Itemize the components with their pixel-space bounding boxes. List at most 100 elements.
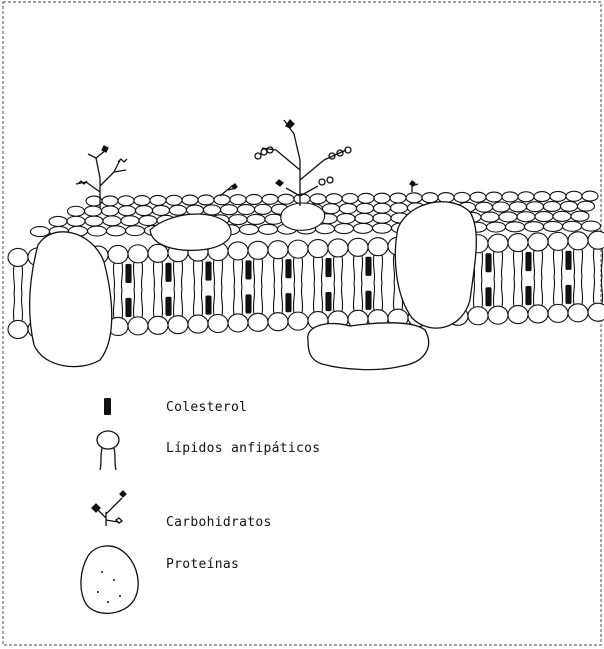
surface-head [534, 192, 550, 202]
surface-head [166, 195, 182, 205]
surface-head [262, 194, 278, 204]
surface-head [374, 193, 390, 203]
lipid-tail [381, 255, 382, 283]
surface-head [566, 191, 582, 201]
lipid-tail [533, 250, 534, 278]
lipid-tail [13, 265, 14, 293]
surface-head [454, 192, 470, 202]
lipid-head-upper [328, 239, 348, 257]
surface-head [118, 196, 134, 206]
lipid-head-lower [588, 303, 604, 321]
lipid-head-lower [148, 316, 168, 334]
lipid-tail [213, 288, 214, 316]
surface-head [406, 193, 422, 203]
surface-head [49, 216, 67, 226]
lipid-tail [113, 290, 114, 318]
legend-label-lipid: Lípidos anfipáticos [166, 441, 320, 456]
lipid-tail [141, 290, 142, 318]
lipid-tail [141, 262, 142, 290]
cholesterol-mark [366, 291, 371, 309]
legend [81, 398, 138, 613]
lipid-tail [521, 251, 522, 279]
surface-head [121, 216, 139, 226]
legend-label-protein: Proteínas [166, 557, 239, 572]
lipid-tail [133, 262, 134, 290]
lipid-tail [361, 255, 362, 283]
lipid-tail [593, 248, 594, 276]
lipid-head-upper [348, 238, 368, 256]
lipid-tail [513, 279, 514, 307]
lipid-head-lower [8, 320, 28, 338]
cholesterol-mark [566, 251, 571, 269]
lipid-tail [341, 284, 342, 312]
surface-head [134, 196, 150, 206]
surface-head [68, 206, 85, 216]
surface-head [527, 202, 544, 212]
cholesterol-mark [246, 295, 251, 313]
cholesterol-mark [526, 287, 531, 305]
surface-head [550, 191, 566, 201]
surface-head [255, 204, 272, 214]
lipid-tail [201, 260, 202, 288]
cholesterol-icon [104, 398, 111, 415]
surface-head [259, 224, 278, 234]
surface-head [88, 226, 107, 236]
surface-head [85, 216, 103, 226]
lipid-tail [573, 277, 574, 305]
lipid-tail [541, 250, 542, 278]
surface-head [221, 205, 238, 215]
lipid-tail [353, 255, 354, 283]
surface-head [31, 227, 50, 237]
cholesterol-mark [126, 264, 131, 282]
surface-head [67, 216, 85, 226]
surface-head [246, 194, 262, 204]
surface-head [470, 192, 486, 202]
surface-head [335, 224, 354, 234]
lipid-head-upper [488, 234, 508, 252]
lipid-tail [601, 248, 602, 276]
lipid-tail [213, 260, 214, 288]
cholesterol-mark [526, 253, 531, 271]
surface-head [487, 222, 506, 232]
legend-label-cholesterol: Colesterol [166, 400, 247, 415]
surface-head [103, 216, 121, 226]
surface-head [374, 203, 391, 213]
surface-head [390, 193, 406, 203]
lipid-tail [193, 260, 194, 288]
surface-head [373, 223, 392, 233]
lipid-head-lower [188, 315, 208, 333]
lipid-head-upper [268, 241, 288, 259]
lipid-tail [201, 288, 202, 316]
lipid-tail [13, 293, 14, 321]
lipid-tail [521, 279, 522, 307]
lipid-tail [393, 282, 394, 310]
lipid-head-upper [568, 232, 588, 250]
lipid-tail [121, 290, 122, 318]
surface-head [247, 214, 265, 224]
protein-right [395, 202, 476, 328]
lipid-tail [553, 249, 554, 277]
lipid-tail [333, 256, 334, 284]
lipid-head-lower [468, 307, 488, 325]
lipid-tail [121, 262, 122, 290]
surface-head [358, 193, 374, 203]
cholesterol-mark [326, 293, 331, 311]
lipid-tail [341, 256, 342, 284]
lipid-tail [301, 285, 302, 313]
protein-bottom [308, 323, 429, 370]
surface-head [150, 195, 166, 205]
lipid-tail [321, 257, 322, 285]
lipid-tail [161, 261, 162, 289]
surface-head [357, 203, 374, 213]
lipid-tail [373, 255, 374, 283]
surface-head [85, 206, 102, 216]
cholesterol-mark [126, 298, 131, 316]
surface-head [561, 201, 578, 211]
lipid-tail [273, 286, 274, 314]
cholesterol-mark [206, 262, 211, 280]
surface-head [198, 195, 214, 205]
lipid-tail [313, 285, 314, 313]
lipid-tail [161, 289, 162, 317]
surface-head [340, 204, 357, 214]
lipid-head-upper [228, 242, 248, 260]
